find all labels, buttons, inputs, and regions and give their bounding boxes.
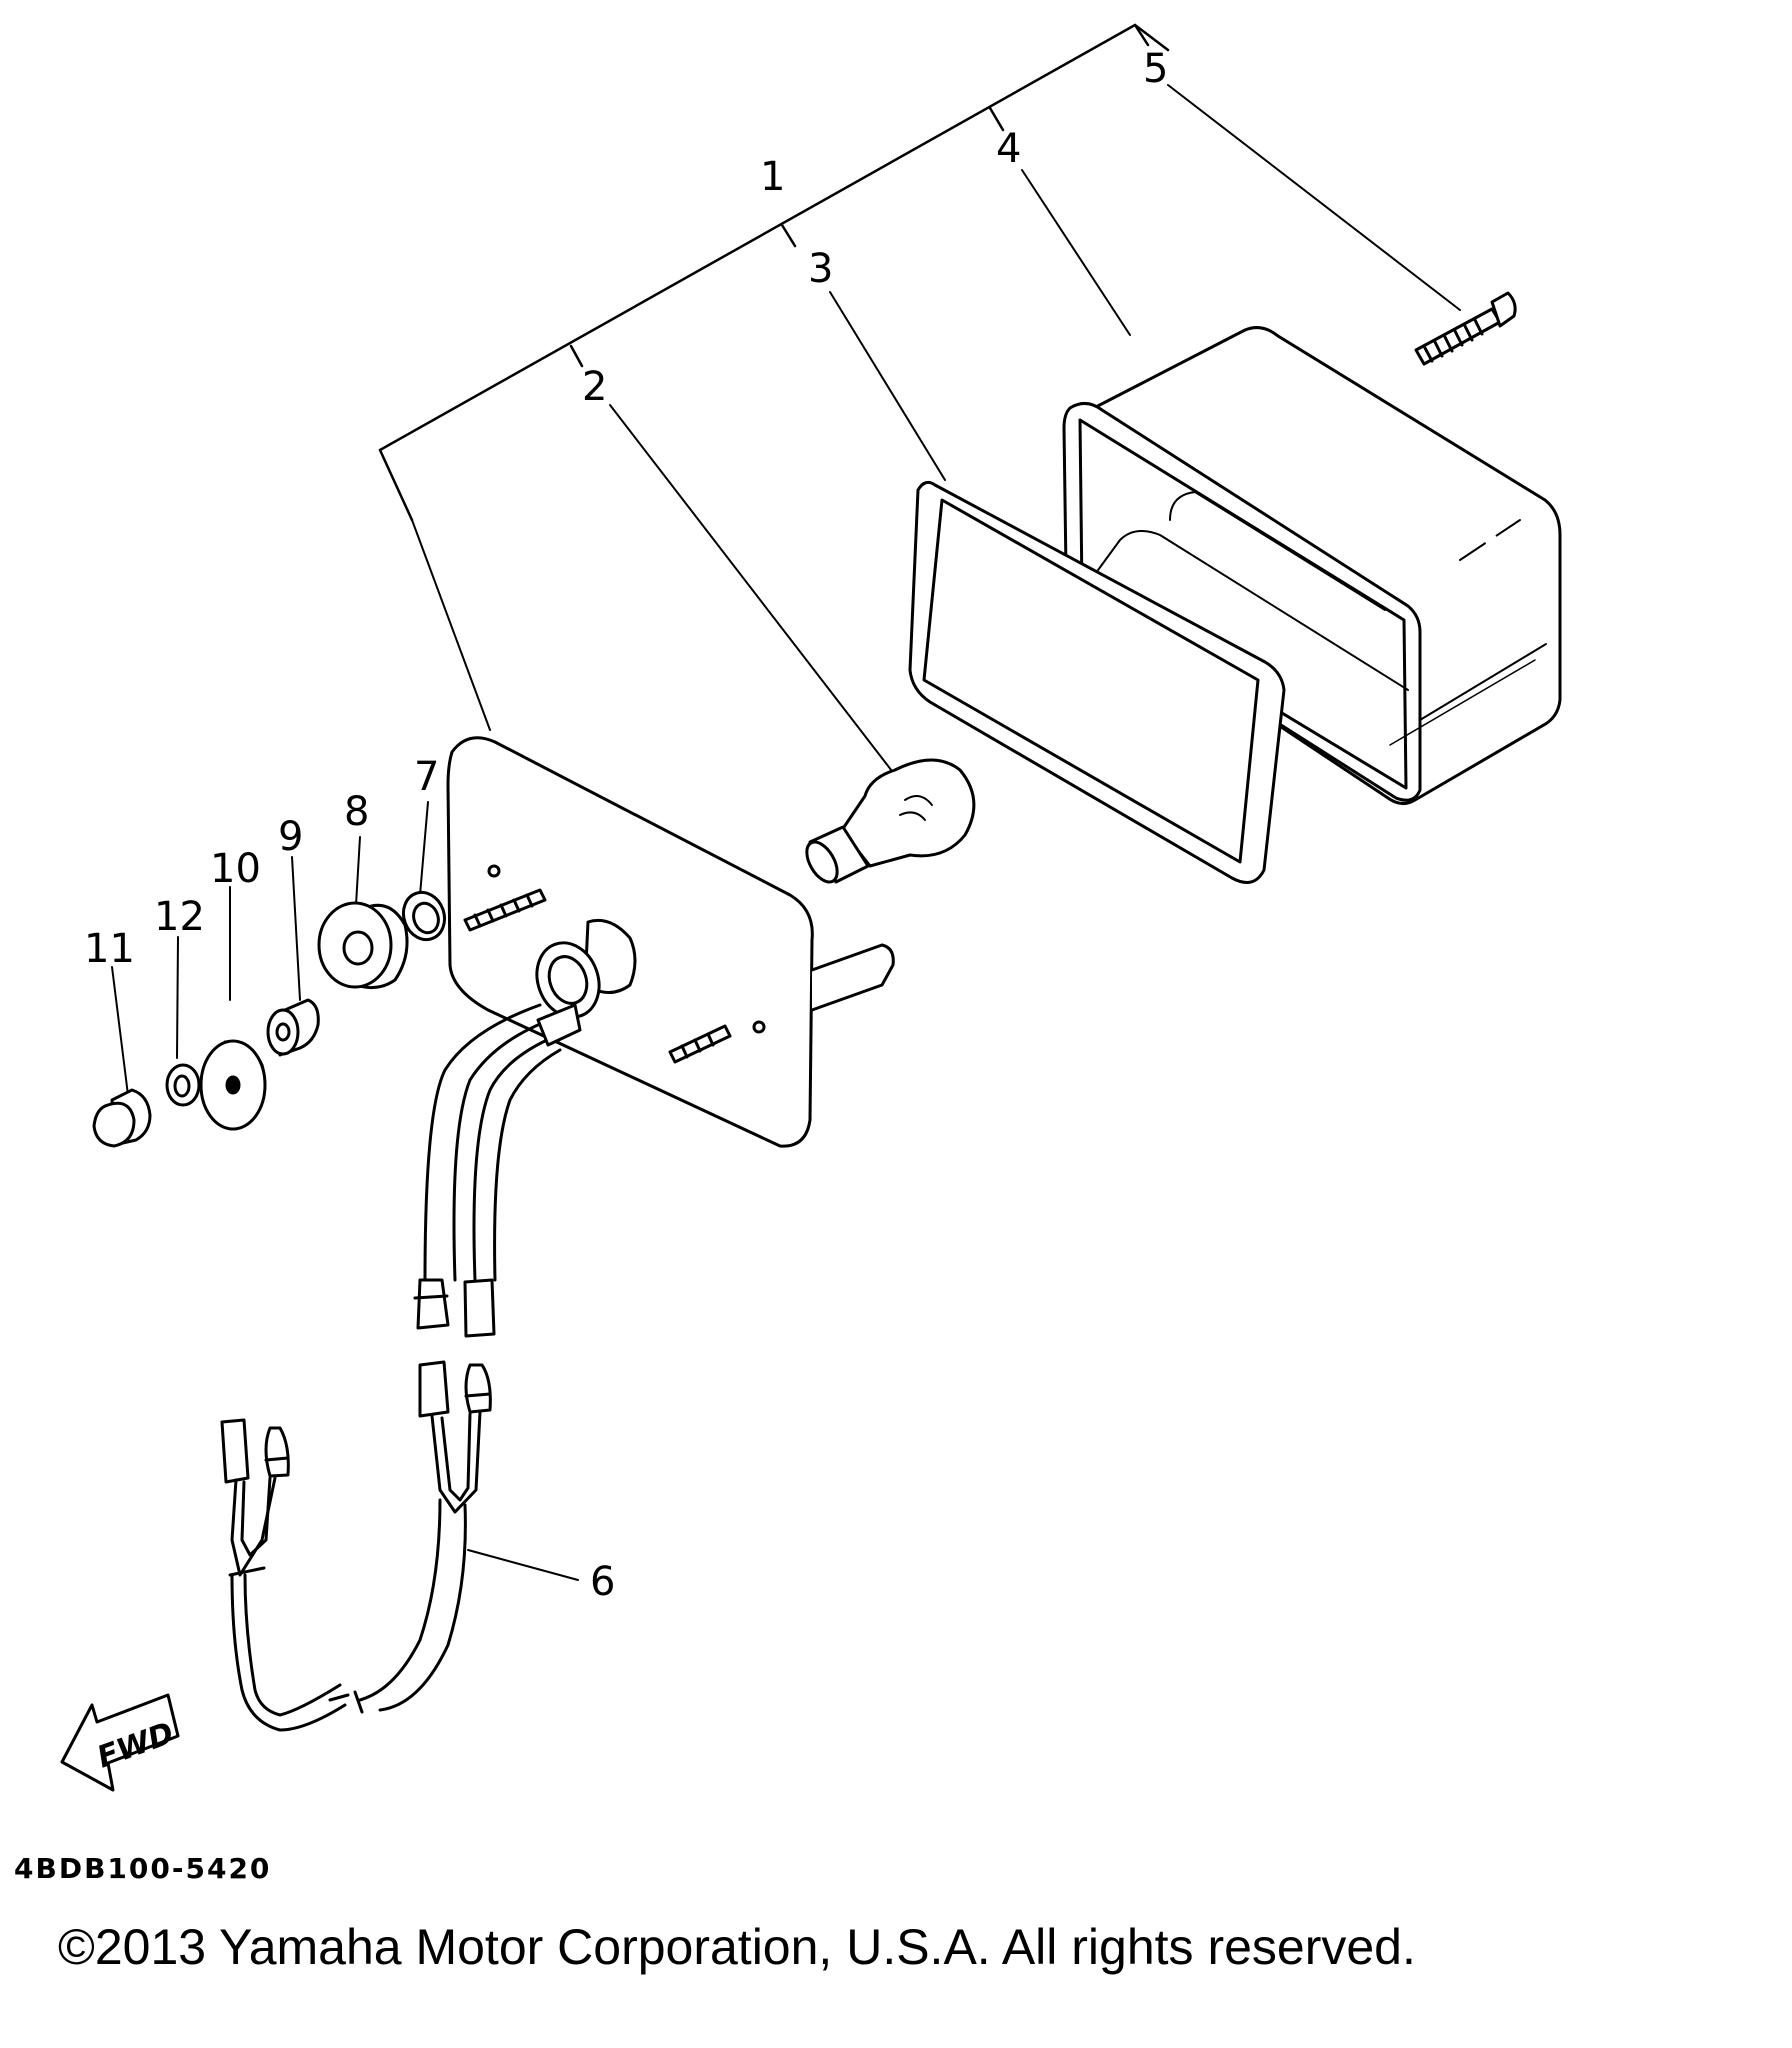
lamp-housing — [446, 736, 895, 1148]
nut-part-11 — [92, 1088, 152, 1148]
drawing-code: 4BDB100-5420 — [14, 1852, 272, 1885]
assembly-bracket — [378, 23, 1170, 522]
lens-part-4 — [1062, 326, 1562, 805]
callout-11: 11 — [84, 926, 135, 972]
leader-lines — [111, 84, 1461, 1581]
callout-3: 3 — [808, 246, 833, 292]
callout-7: 7 — [414, 754, 439, 800]
collar-part-9 — [266, 998, 320, 1057]
callout-10: 10 — [210, 846, 261, 892]
callout-12: 12 — [154, 894, 205, 940]
plate-washer-part-10 — [199, 1039, 267, 1131]
left-connectors — [220, 1418, 290, 1484]
callout-2: 2 — [582, 364, 607, 410]
copyright-notice: ©2013 Yamaha Motor Corporation, U.S.A. A… — [58, 1919, 1416, 1975]
screw-part-5 — [1414, 291, 1517, 366]
upper-connectors — [413, 1278, 496, 1338]
callout-9: 9 — [278, 814, 303, 860]
lamp-wires — [423, 1003, 582, 1282]
callout-8: 8 — [344, 789, 369, 835]
callout-6: 6 — [590, 1559, 615, 1605]
bulb-part-2 — [805, 758, 976, 884]
callout-1: 1 — [760, 154, 785, 200]
gasket-part-3 — [908, 480, 1286, 884]
lower-connectors — [418, 1360, 492, 1418]
callout-4: 4 — [996, 126, 1021, 172]
wire-harness-part-6 — [228, 1410, 482, 1732]
fwd-arrow-icon — [60, 1693, 180, 1792]
callout-5: 5 — [1143, 46, 1168, 92]
lock-washer-part-12 — [165, 1063, 201, 1107]
grommet-part-8 — [317, 901, 409, 990]
